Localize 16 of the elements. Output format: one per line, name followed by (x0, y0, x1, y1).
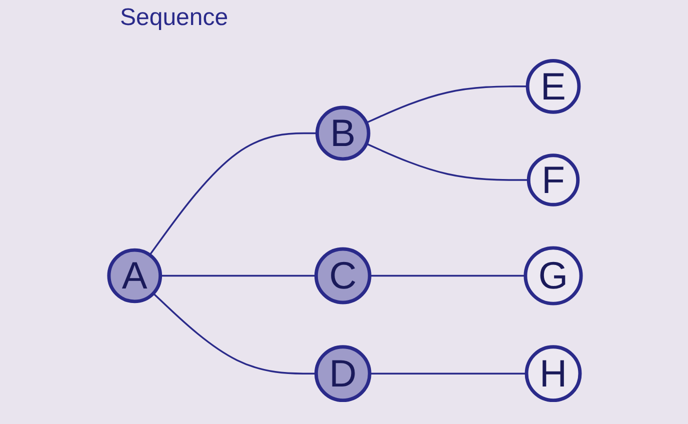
connector (149, 132, 318, 256)
node-circle: C (314, 247, 372, 304)
connector (160, 274, 316, 277)
connector (370, 372, 527, 374)
node-circle: G (524, 246, 583, 306)
connector (152, 292, 316, 374)
connector (370, 274, 526, 277)
node-circle: H (524, 345, 582, 402)
node-circle: F (526, 154, 580, 206)
node-circle: A (107, 248, 162, 304)
connector (366, 86, 528, 124)
connector (366, 142, 529, 181)
node-circle: D (314, 345, 372, 402)
node-circle: B (315, 106, 370, 161)
title: Sequence (120, 4, 228, 32)
node-circle: E (526, 58, 581, 114)
